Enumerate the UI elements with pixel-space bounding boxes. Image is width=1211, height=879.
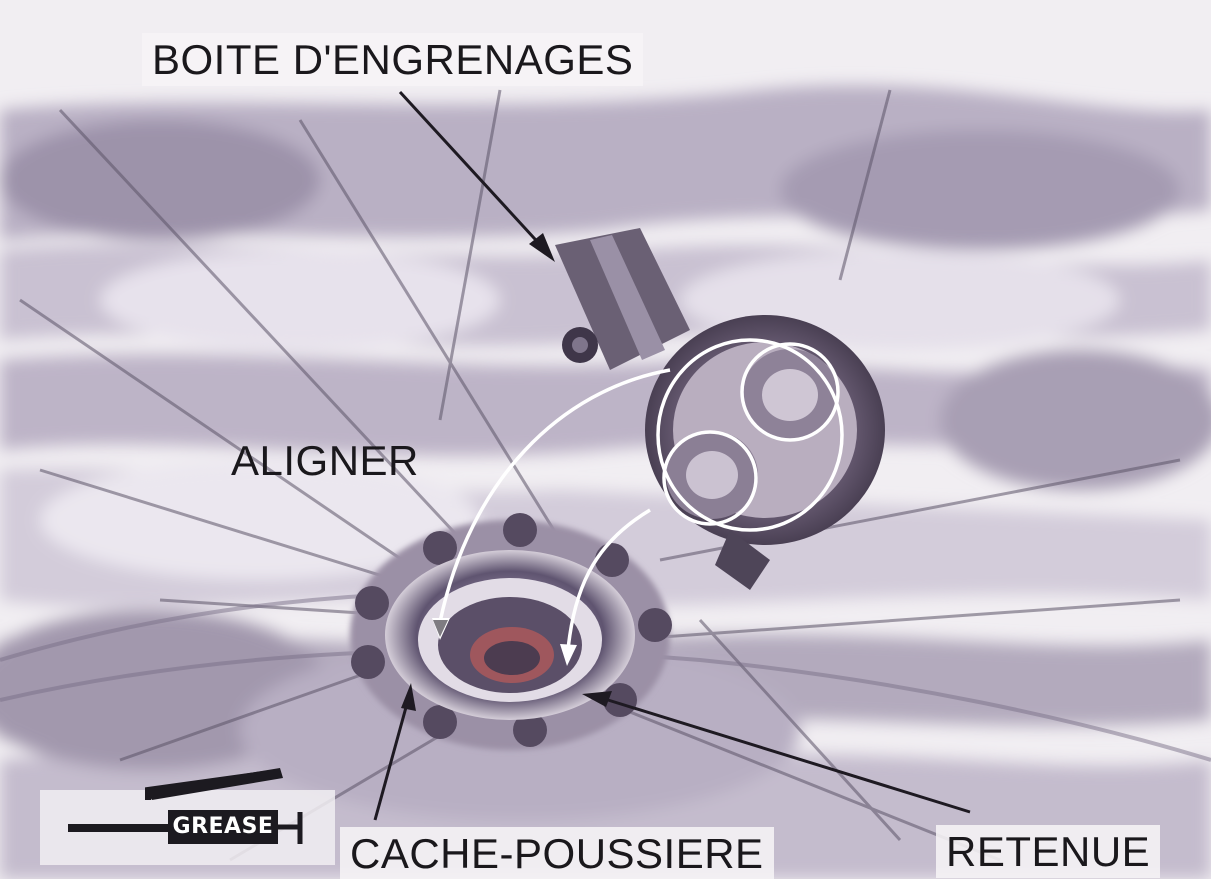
retainer-label: RETENUE [936,825,1160,878]
dust-seal-label: CACHE-POUSSIERE [340,827,774,879]
grease-label: GREASE [168,810,278,844]
align-label: ALIGNER [231,440,419,482]
gearbox-label: BOITE D'ENGRENAGES [142,33,643,86]
